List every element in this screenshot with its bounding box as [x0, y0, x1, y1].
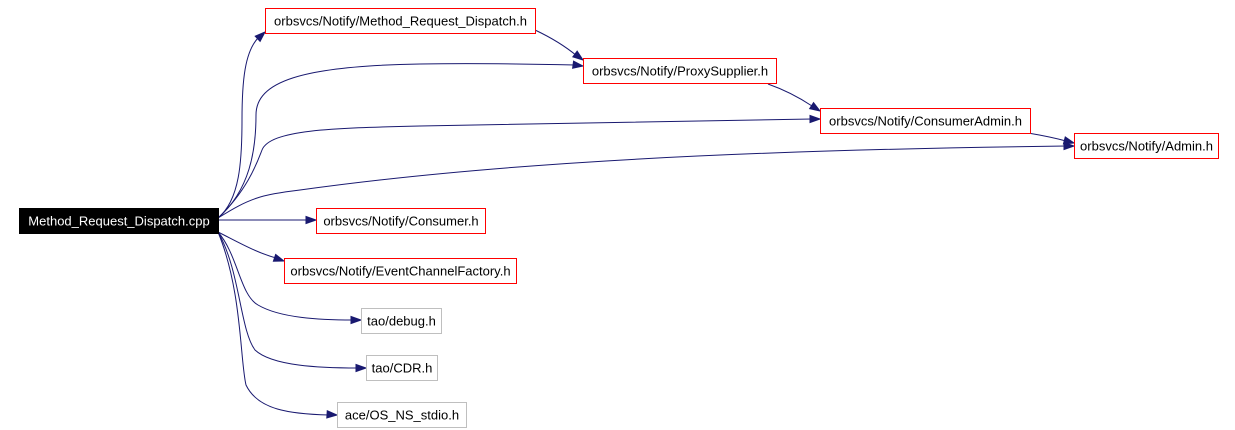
node-box	[265, 8, 536, 34]
node-box	[337, 402, 467, 428]
edge-proxysupplier-to-consumeradmin	[767, 83, 822, 112]
arrowhead-icon	[572, 60, 585, 69]
edge-consumeradmin-to-admin	[1027, 132, 1076, 145]
edge-line	[217, 118, 813, 219]
arrowhead-icon	[272, 253, 286, 262]
node-stdio: ace/OS_NS_stdio.h	[337, 402, 467, 428]
edge-line	[217, 145, 1067, 219]
node-label: Method_Request_Dispatch.cpp	[28, 214, 209, 229]
edge-root-to-cdr	[217, 231, 368, 373]
node-label: orbsvcs/Notify/Admin.h	[1080, 139, 1213, 154]
edge-line	[217, 37, 259, 219]
arrowhead-icon	[305, 215, 318, 225]
edges-layer	[217, 29, 1076, 419]
edge-mrd_h-to-proxysupplier	[534, 29, 585, 61]
edge-line	[1027, 132, 1067, 142]
node-label: ace/OS_NS_stdio.h	[345, 408, 459, 423]
node-debug: tao/debug.h	[361, 308, 442, 334]
node-label: orbsvcs/Notify/ProxySupplier.h	[592, 64, 768, 79]
nodes-layer: Method_Request_Dispatch.cpp orbsvcs/Notif…	[19, 8, 1219, 428]
edge-root-to-debug	[217, 231, 363, 325]
node-box	[1074, 133, 1219, 159]
arrowhead-icon	[355, 363, 368, 373]
node-label: tao/CDR.h	[372, 361, 433, 376]
edge-line	[767, 83, 813, 107]
node-proxysupplier[interactable]: orbsvcs/Notify/ProxySupplier.h	[583, 58, 777, 84]
node-cdr: tao/CDR.h	[366, 355, 438, 381]
node-label: tao/debug.h	[367, 314, 436, 329]
arrowhead-icon	[808, 101, 822, 112]
edge-line	[217, 231, 354, 321]
arrowhead-icon	[326, 409, 339, 419]
edge-line	[217, 63, 576, 219]
node-consumeradmin[interactable]: orbsvcs/Notify/ConsumerAdmin.h	[820, 108, 1031, 134]
node-label: orbsvcs/Notify/Consumer.h	[323, 214, 478, 229]
arrowhead-icon	[572, 50, 585, 61]
edge-root-to-admin	[217, 141, 1076, 219]
edge-line	[534, 29, 578, 57]
edge-root-to-stdio	[217, 231, 339, 419]
node-label: orbsvcs/Notify/Method_Request_Dispatch.h	[274, 14, 527, 29]
node-box	[820, 108, 1031, 134]
node-box	[583, 58, 777, 84]
edge-line	[217, 231, 359, 369]
node-admin[interactable]: orbsvcs/Notify/Admin.h	[1074, 133, 1219, 159]
arrowhead-icon	[1063, 141, 1076, 151]
edge-root-to-consumer	[218, 215, 318, 225]
node-box	[361, 308, 442, 334]
node-box	[366, 355, 438, 381]
edge-root-to-ecfactory	[217, 231, 286, 262]
node-label: orbsvcs/Notify/EventChannelFactory.h	[290, 264, 510, 279]
node-consumer[interactable]: orbsvcs/Notify/Consumer.h	[316, 208, 486, 234]
node-box	[284, 258, 517, 284]
edge-root-to-proxysupplier	[217, 60, 585, 219]
node-label: orbsvcs/Notify/ConsumerAdmin.h	[829, 114, 1022, 129]
node-ecfactory[interactable]: orbsvcs/Notify/EventChannelFactory.h	[284, 258, 517, 284]
node-mrd-h[interactable]: orbsvcs/Notify/Method_Request_Dispatch.h	[265, 8, 536, 34]
node-root[interactable]: Method_Request_Dispatch.cpp	[19, 208, 219, 234]
arrowhead-icon	[1062, 136, 1076, 145]
edge-line	[217, 231, 330, 416]
node-box	[19, 208, 219, 234]
arrowhead-icon	[350, 315, 363, 325]
arrowhead-icon	[809, 114, 822, 124]
arrowhead-icon	[254, 30, 267, 43]
edge-line	[217, 231, 277, 259]
edge-root-to-mrd_h	[217, 30, 267, 219]
node-box	[316, 208, 486, 234]
